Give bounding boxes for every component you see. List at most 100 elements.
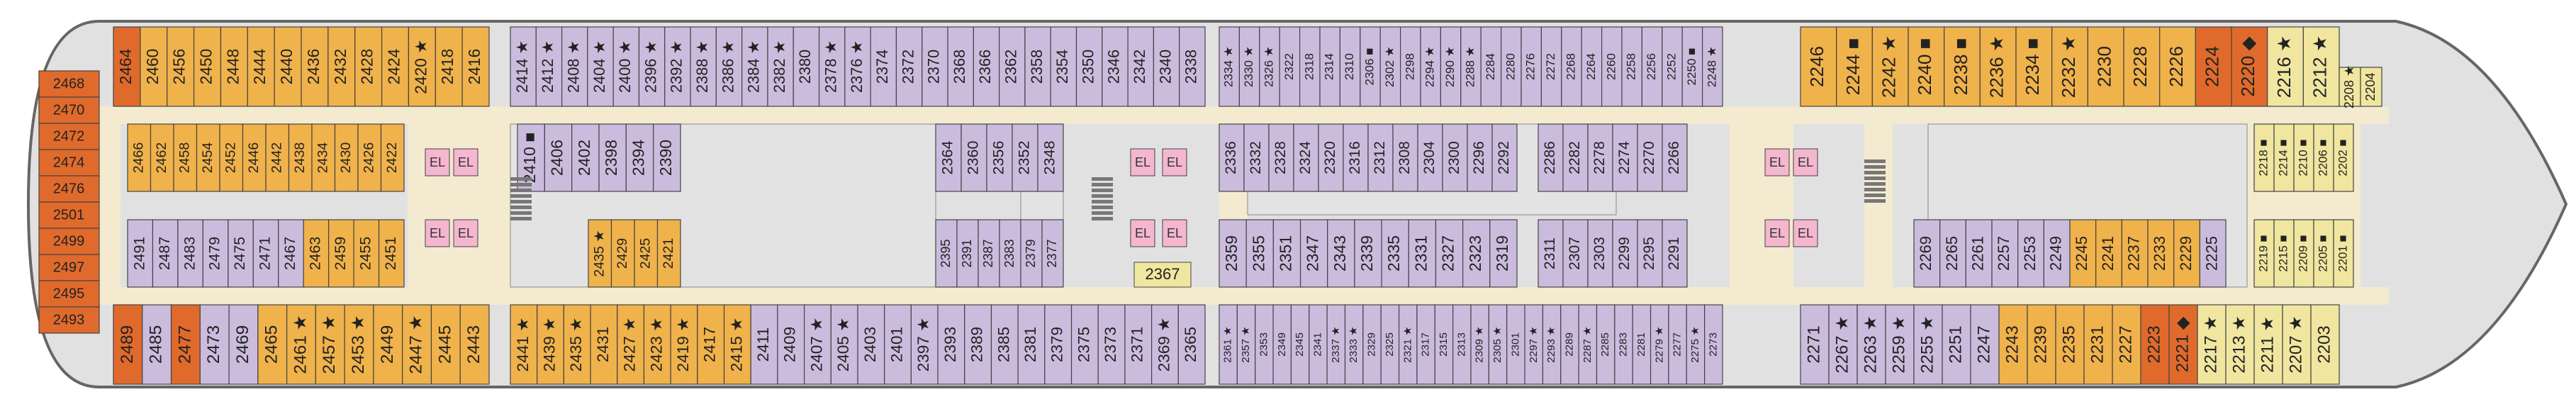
cabin-bottom-outer[interactable]: 2329 [1362,304,1382,385]
cabin-bottom-inner[interactable]: 2343 [1327,219,1355,288]
cabin-bottom-inner[interactable]: 2323 [1462,219,1491,288]
cabin-bottom-outer[interactable]: 2333 ★ [1344,304,1364,385]
cabin-bottom-inner[interactable]: 2291 [1662,219,1688,288]
cabin-top-outer[interactable]: 2368 [947,26,974,107]
cabin-top-outer[interactable]: 2370 [922,26,948,107]
cabin-top-outer[interactable]: 2408 ★ [561,26,588,107]
cabin-bottom-inner[interactable]: 2425 [634,219,659,288]
cabin-top-inner[interactable]: 2452 [219,123,244,192]
cabin-bottom-outer[interactable]: 2457 ★ [315,304,345,385]
cabin-bottom-outer[interactable]: 2293 ★ [1542,304,1562,385]
cabin-bottom-inner[interactable]: 2475 [228,219,254,288]
cabin-stern[interactable]: 2495 [38,280,100,308]
cabin-bottom-outer[interactable]: 2449 [373,304,403,385]
cabin-top-outer[interactable]: 2460 [140,26,168,107]
cabin-bottom-outer[interactable]: 2353 [1255,304,1274,385]
cabin-bottom-outer[interactable]: 2393 [937,304,965,385]
cabin-top-inner[interactable]: 2438 [288,123,313,192]
cabin-top-outer[interactable]: 2212 ★ [2302,26,2340,107]
cabin-top-outer[interactable]: 2354 [1050,26,1077,107]
cabin-top-outer[interactable]: 2444 [247,26,275,107]
cabin-bottom-inner[interactable]: 2201 ■ [2333,219,2354,288]
cabin-top-inner[interactable]: 2270 [1637,123,1663,192]
cabin-top-outer[interactable]: 2340 [1153,26,1180,107]
cabin-top-outer[interactable]: 2404 ★ [587,26,614,107]
cabin-bottom-outer[interactable]: 2217 ★ [2197,304,2227,385]
cabin-bottom-outer[interactable]: 2375 [1070,304,1099,385]
cabin-bottom-outer[interactable]: 2211 ★ [2253,304,2283,385]
cabin-top-outer[interactable]: 2374 [870,26,897,107]
cabin-top-inner[interactable]: 2360 [961,123,987,192]
cabin-top-inner[interactable]: 2320 [1318,123,1344,192]
cabin-bottom-inner[interactable]: 2233 [2147,219,2175,288]
cabin-bottom-outer[interactable]: 2411 [750,304,778,385]
cabin-top-outer[interactable]: 2246 [1800,26,1837,107]
cabin-top-inner[interactable]: 2218 ■ [2253,123,2275,192]
cabin-bottom-outer[interactable]: 2227 [2112,304,2141,385]
cabin-top-outer[interactable]: 2306 ■ [1360,26,1381,107]
cabin-top-outer[interactable]: 2284 [1480,26,1502,107]
cabin-top-outer[interactable]: 2416 [461,26,490,107]
cabin-top-outer[interactable]: 2294 ★ [1420,26,1441,107]
cabin-top-outer[interactable]: 2232 ★ [2051,26,2088,107]
cabin-bottom-outer[interactable]: 2445 [430,304,461,385]
cabin-top-outer[interactable]: 2226 [2159,26,2196,107]
cabin-bottom-outer[interactable]: 2289 [1560,304,1579,385]
cabin-bottom-outer[interactable]: 2397 ★ [910,304,939,385]
cabin-bottom-inner[interactable]: 2327 [1435,219,1464,288]
cabin-top-outer[interactable]: 2428 [354,26,383,107]
cabin-bottom-outer[interactable]: 2285 [1596,304,1615,385]
cabin-top-inner[interactable]: 2402 [571,123,600,192]
cabin-top-outer[interactable]: 2392 ★ [664,26,691,107]
cabin-bottom-inner[interactable]: 2225 [2199,219,2227,288]
cabin-bottom-inner[interactable]: 2237 [2121,219,2149,288]
cabin-bottom-outer[interactable]: 2239 [2027,304,2056,385]
cabin-bottom-outer[interactable]: 2287 ★ [1578,304,1598,385]
cabin-bottom-inner[interactable]: 2215 ■ [2273,219,2295,288]
cabin-bottom-inner[interactable]: 2359 [1219,219,1247,288]
cabin-top-inner[interactable]: 2324 [1293,123,1319,192]
cabin-bottom-inner[interactable]: 2383 [999,219,1021,288]
cabin-stern[interactable]: 2501 [38,201,100,229]
cabin-top-inner[interactable]: 2214 ■ [2273,123,2295,192]
cabin-top-inner[interactable]: 2348 [1037,123,1064,192]
cabin-top-outer[interactable]: 2268 [1561,26,1582,107]
cabin-bottom-outer[interactable]: 2313 [1452,304,1472,385]
cabin-top-outer[interactable]: 2216 ★ [2267,26,2304,107]
cabin-top-outer[interactable]: 2248 ★ [1702,26,1723,107]
cabin-bottom-outer[interactable]: 2315 [1434,304,1454,385]
cabin-top-outer[interactable]: 2326 ★ [1259,26,1280,107]
cabin-bottom-outer[interactable]: 2297 ★ [1524,304,1544,385]
cabin-top-outer[interactable]: 2432 [327,26,356,107]
cabin-top-outer[interactable]: 2338 [1179,26,1206,107]
cabin-top-outer[interactable]: 2358 [1024,26,1051,107]
cabin-bottom-inner[interactable]: 2355 [1245,219,1274,288]
cabin-top-outer[interactable]: 2464 [113,26,141,107]
cabin-bottom-inner[interactable]: 2351 [1272,219,1301,288]
cabin-bottom-outer[interactable]: 2405 ★ [830,304,858,385]
cabin-bottom-outer[interactable]: 2305 ★ [1488,304,1508,385]
cabin-top-inner[interactable]: 2410 ■ [517,123,545,192]
cabin-top-outer[interactable]: 2280 [1501,26,1522,107]
cabin-top-inner[interactable]: 2316 [1343,123,1369,192]
cabin-bottom-outer[interactable]: 2325 [1380,304,1400,385]
cabin-bottom-outer[interactable]: 2223 [2140,304,2170,385]
cabin-bottom-inner[interactable]: 2459 [328,219,354,288]
cabin-top-inner[interactable]: 2442 [265,123,290,192]
cabin-bottom-outer[interactable]: 2301 [1506,304,1525,385]
cabin-bottom-outer[interactable]: 2203 [2310,304,2340,385]
cabin-bottom-outer[interactable]: 2435 ★ [563,304,591,385]
cabin-bottom-inner[interactable]: 2241 [2095,219,2122,288]
cabin-bottom-outer[interactable]: 2267 ★ [1828,304,1858,385]
cabin-bottom-inner[interactable]: 2257 [1991,219,2019,288]
cabin-bottom-inner[interactable]: 2311 [1538,219,1564,288]
cabin-top-inner[interactable]: 2296 [1467,123,1493,192]
cabin-bottom-outer[interactable]: 2259 ★ [1885,304,1915,385]
cabin-bottom-outer[interactable]: 2373 [1097,304,1126,385]
cabin-bottom-outer[interactable]: 2273 [1704,304,1723,385]
cabin-bottom-inner[interactable]: 2463 [303,219,330,288]
cabin-bottom-inner[interactable]: 2303 [1587,219,1613,288]
cabin-bottom-inner[interactable]: 2269 [1913,219,1941,288]
cabin-top-outer[interactable]: 2412 ★ [535,26,563,107]
cabin-bottom-inner[interactable]: 2421 [656,219,681,288]
